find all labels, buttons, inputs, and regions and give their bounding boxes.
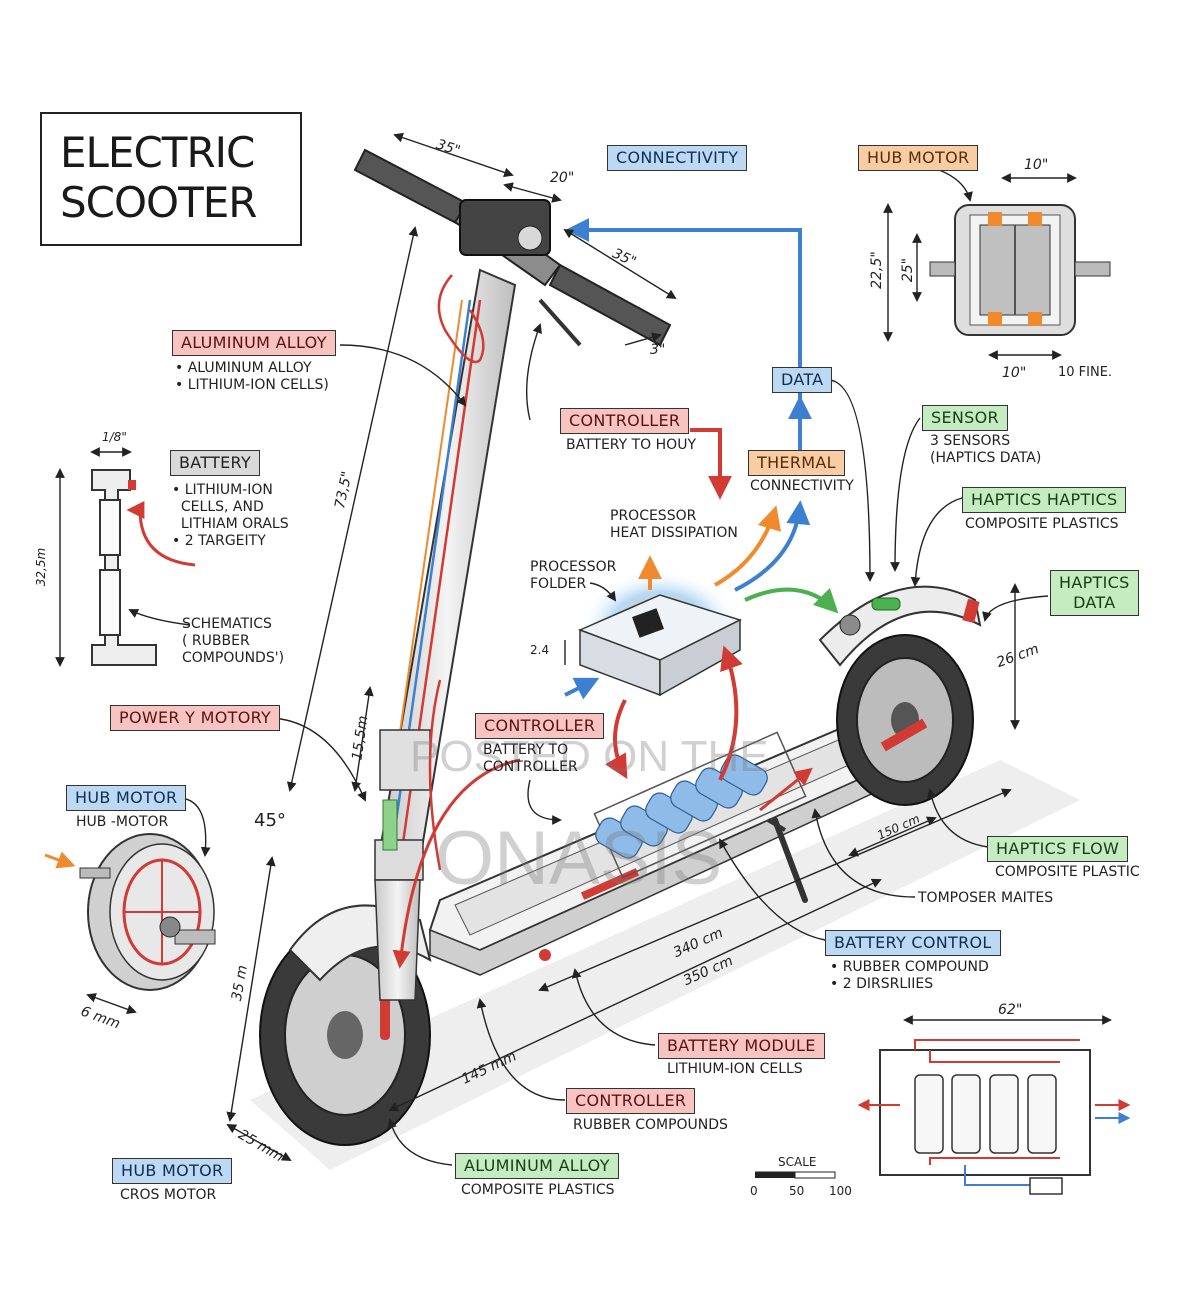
label-power-y-motory: POWER Y MOTORY <box>110 705 281 731</box>
label-haptics-data: HAPTICS DATA <box>1050 570 1139 616</box>
notes-tomposer: TOMPOSER MAITES <box>918 890 1054 906</box>
notes-battery-control: • RUBBER COMPOUND • 2 DIRSRLIIES <box>830 959 989 992</box>
label-battery: BATTERY <box>170 450 261 476</box>
battery-profile-schematic <box>91 469 157 666</box>
sub-controller-mid: BATTERY TO CONTROLLER <box>483 742 578 775</box>
notes-processor-heat: PROCESSOR HEAT DISSIPATION <box>610 508 738 541</box>
dim-3: 3" <box>650 342 666 358</box>
label-controller-bottom: CONTROLLER <box>566 1088 696 1114</box>
leader-lines <box>44 132 1112 1166</box>
hub-dim-25: 25" <box>900 257 917 283</box>
watermark-line-1: POSTED ON THE <box>410 732 769 781</box>
dim-1-8: 1/8" <box>102 430 127 444</box>
sub-controller-top: BATTERY TO HOUY <box>566 437 696 453</box>
sub-controller-bottom: RUBBER COMPOUNDS <box>573 1117 728 1133</box>
sub-haptics-haptics: COMPOSITE PLASTICS <box>965 516 1119 532</box>
label-aluminum-alloy-bottom: ALUMINUM ALLOY <box>455 1153 619 1179</box>
label-sensor: SENSOR <box>922 405 1008 431</box>
notes-battery: • LITHIUM-ION CELLS, AND LITHIAM ORALS •… <box>172 482 289 549</box>
sub-hub-motor-left: HUB -MOTOR <box>76 814 169 830</box>
notes-aluminum-alloy-left: • ALUMINUM ALLOY • LITHIUM-ION CELLS) <box>175 360 329 393</box>
watermark-line-2: ONASIS <box>435 816 723 901</box>
dim-24: 2.4 <box>530 643 550 657</box>
label-hub-motor-left: HUB MOTOR <box>66 785 187 811</box>
title-box: ELECTRIC SCOOTER <box>40 112 302 246</box>
label-data: DATA <box>772 367 833 393</box>
sub-aluminum-alloy-bottom: COMPOSITE PLASTICS <box>461 1182 615 1198</box>
circuit-dim-62: 62" <box>998 1002 1023 1018</box>
label-haptics-flow: HAPTICS FLOW <box>987 836 1129 862</box>
scale-tick-0: 0 <box>750 1184 758 1198</box>
label-hub-motor-top: HUB MOTOR <box>858 145 979 171</box>
hub-dim-fine: 10 FINE. <box>1058 365 1113 380</box>
label-battery-module: BATTERY MODULE <box>658 1033 825 1059</box>
scale-title: SCALE <box>778 1155 817 1169</box>
dim-45deg: 45° <box>254 810 286 831</box>
dim-20: 20" <box>550 170 575 186</box>
sub-haptics-flow: COMPOSITE PLASTIC <box>995 864 1140 880</box>
label-controller-top: CONTROLLER <box>560 408 690 434</box>
notes-schematics: SCHEMATICS ( RUBBER COMPOUNDS') <box>182 616 285 666</box>
label-battery-control: BATTERY CONTROL <box>825 930 1001 956</box>
label-haptics-haptics: HAPTICS HAPTICS <box>962 487 1127 513</box>
circuit-schematic <box>857 1039 1131 1195</box>
scale-bar <box>755 1171 836 1179</box>
hub-motor-cutaway-left <box>79 833 216 991</box>
rear-wheel <box>818 585 982 806</box>
hub-motor-cutaway-top <box>929 204 1111 336</box>
sub-thermal: CONNECTIVITY <box>750 478 854 494</box>
sub-hub-motor-bottom: CROS MOTOR <box>120 1187 217 1203</box>
label-thermal: THERMAL <box>748 450 845 476</box>
label-connectivity: CONNECTIVITY <box>607 145 748 171</box>
label-hub-motor-bottom: HUB MOTOR <box>112 1158 233 1184</box>
label-controller-mid: CONTROLLER <box>475 713 605 739</box>
scooter-stem <box>374 268 517 881</box>
handlebar <box>353 148 672 347</box>
scale-tick-50: 50 <box>789 1184 805 1198</box>
page-title: ELECTRIC SCOOTER <box>60 128 257 227</box>
front-wheel <box>259 879 432 1146</box>
hub-dim-10-top: 10" <box>1024 157 1049 173</box>
hub-dim-225: 22,5" <box>868 251 885 289</box>
processor-module <box>578 570 742 697</box>
dim-325: 32,5m <box>34 547 49 587</box>
hub-dim-10-bottom: 10" <box>1002 365 1027 381</box>
notes-processor-folder: PROCESSOR FOLDER <box>530 559 617 592</box>
label-aluminum-alloy-left: ALUMINUM ALLOY <box>172 330 336 356</box>
sub-sensor: 3 SENSORS (HAPTICS DATA) <box>930 433 1042 466</box>
sub-battery-module: LITHIUM-ION CELLS <box>667 1061 803 1077</box>
scale-tick-100: 100 <box>829 1184 852 1198</box>
